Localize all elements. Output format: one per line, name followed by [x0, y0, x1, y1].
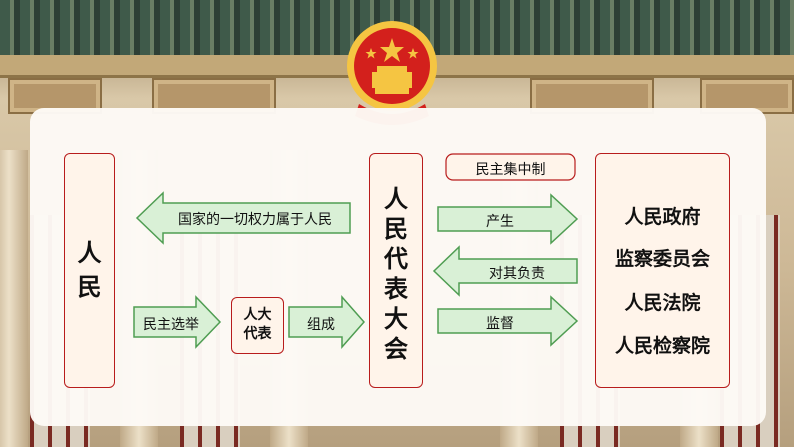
produce-label: 产生 [440, 211, 560, 231]
centralism-label: 民主集中制 [446, 159, 575, 179]
supervise-label: 监督 [440, 313, 560, 333]
elect-label: 民主选举 [136, 314, 206, 334]
responsible-label: 对其负责 [458, 263, 576, 283]
compose-label: 组成 [290, 314, 352, 334]
power-belongs-label: 国家的一切权力属于人民 [160, 209, 350, 229]
